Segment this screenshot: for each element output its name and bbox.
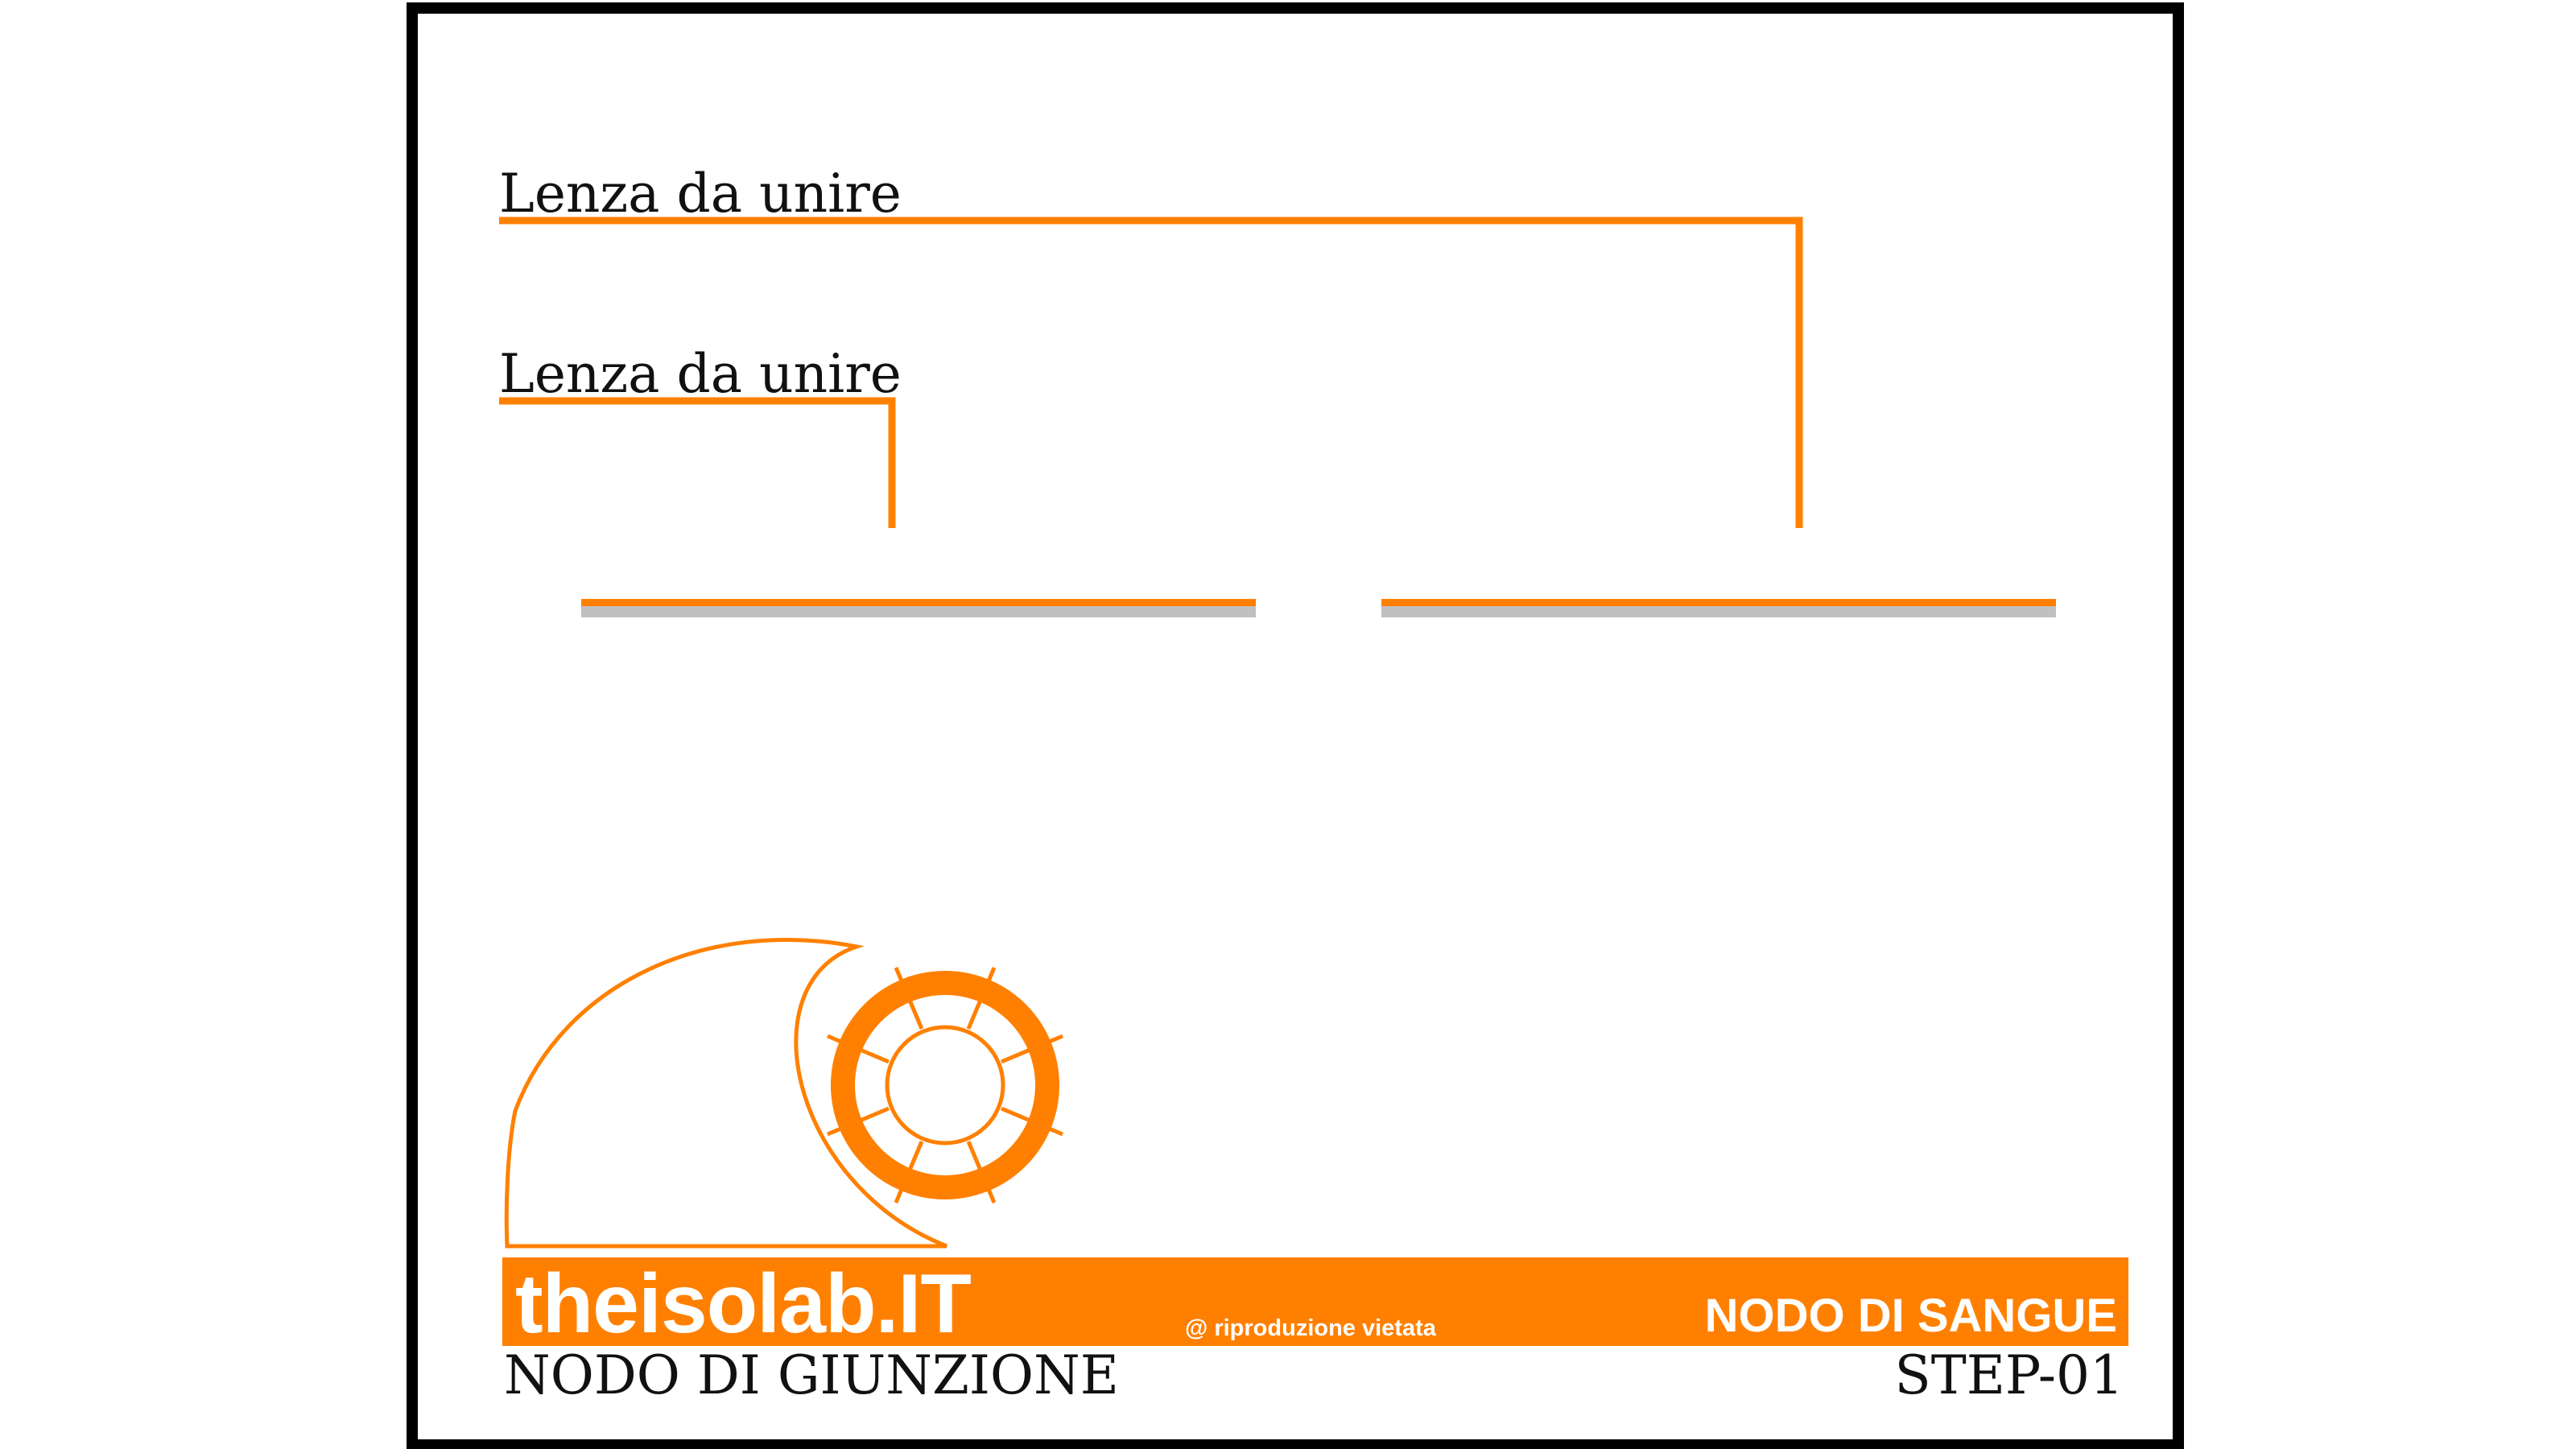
rod-section-left (581, 599, 1256, 617)
line-label-2: Lenza da unire (499, 343, 902, 405)
step-number: STEP-01 (1894, 1344, 2124, 1406)
rod-section-right (1381, 599, 2056, 617)
theisolab-logo (504, 938, 1063, 1249)
knot-name: NODO DI SANGUE (1704, 1290, 2117, 1342)
copyright-notice: @ riproduzione vietata (1185, 1315, 1436, 1341)
footer-banner (502, 1257, 2128, 1346)
fishing-line-1 (499, 217, 1803, 528)
fishing-line-2 (499, 397, 896, 528)
line-label-1: Lenza da unire (499, 163, 902, 225)
knot-category: NODO DI GIUNZIONE (504, 1344, 1119, 1406)
brand-name: theisolab.IT (515, 1257, 972, 1351)
page-frame (407, 2, 2184, 1449)
